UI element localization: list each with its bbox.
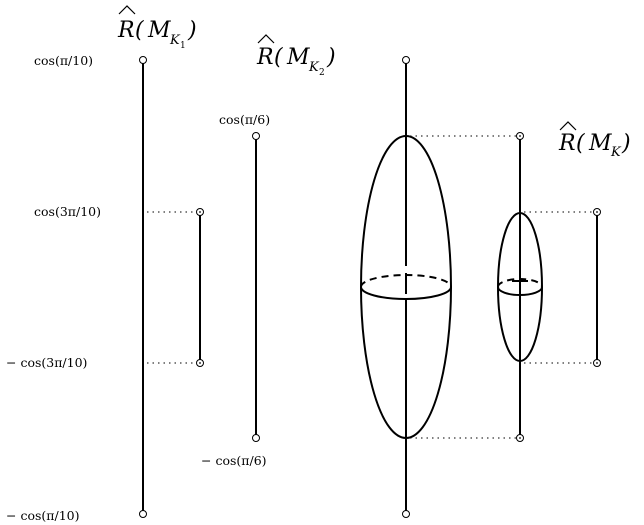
title-m-letter: M — [588, 131, 612, 156]
title-k-subscript: K — [308, 60, 320, 75]
title-index-subscript: 1 — [180, 41, 186, 51]
hat-mark — [559, 121, 577, 131]
label-neg-cos-pi-10: − cos(π/10) — [6, 508, 79, 523]
node-center-dot — [199, 362, 201, 364]
endpoint-node — [139, 56, 147, 64]
title-r-mk2: R ( M K 2 ) — [256, 34, 336, 78]
label-neg-cos-pi-6: − cos(π/6) — [201, 453, 267, 468]
title-m-letter: M — [286, 45, 310, 70]
hat-mark — [118, 5, 136, 15]
title-paren-close: ) — [621, 131, 631, 156]
title-r-mk: R ( M K ) — [558, 121, 631, 160]
hat-mark — [257, 34, 275, 44]
node-center-dot — [519, 135, 521, 137]
title-r-letter: R — [256, 45, 274, 70]
title-paren-open: ( — [576, 131, 585, 156]
label-cos-pi-6: cos(π/6) — [219, 112, 270, 127]
title-r-mk1: R ( M K 1 ) — [117, 5, 197, 51]
small-ellipsoid-back-rim — [497, 278, 543, 288]
node-center-dot — [596, 211, 598, 213]
title-r-letter: R — [117, 18, 135, 43]
title-paren-close: ) — [187, 18, 197, 43]
title-r-letter: R — [558, 131, 576, 156]
title-k-subscript: K — [610, 145, 622, 160]
title-k-subscript: K — [169, 33, 181, 48]
endpoint-node — [139, 510, 147, 518]
label-cos-3pi-10: cos(3π/10) — [34, 204, 101, 219]
label-neg-cos-3pi-10: − cos(3π/10) — [6, 355, 87, 370]
title-paren-open: ( — [135, 18, 144, 43]
endpoint-node — [402, 510, 410, 518]
node-center-dot — [519, 437, 521, 439]
large-ellipsoid-front-rim — [360, 286, 452, 300]
node-center-dot — [596, 362, 598, 364]
label-cos-pi-10: cos(π/10) — [34, 53, 93, 68]
title-index-subscript: 2 — [319, 68, 325, 78]
endpoint-node — [252, 434, 260, 442]
node-center-dot — [199, 211, 201, 213]
title-paren-close: ) — [326, 45, 336, 70]
title-m-letter: M — [147, 18, 171, 43]
title-paren-open: ( — [274, 45, 283, 70]
large-ellipsoid-back-rim — [360, 274, 452, 288]
endpoint-node — [252, 132, 260, 140]
endpoint-node — [402, 56, 410, 64]
small-ellipsoid-front-rim — [497, 286, 543, 296]
